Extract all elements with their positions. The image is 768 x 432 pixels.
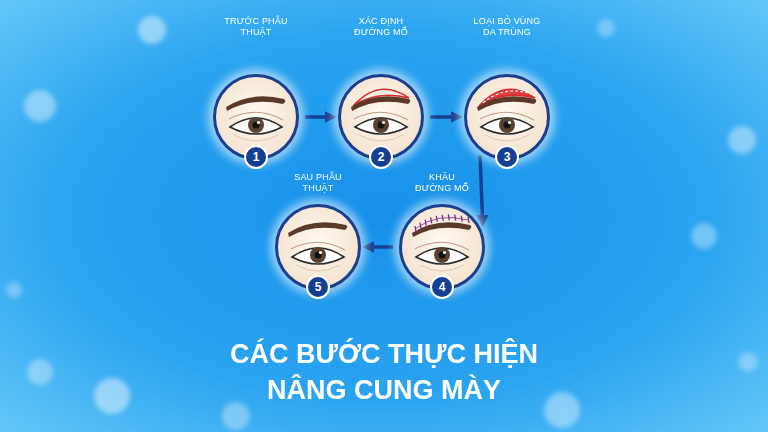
eye-outline: [481, 118, 533, 134]
eye-illustration: [288, 222, 347, 271]
step-number: 1: [244, 145, 268, 169]
eye-illustration: [477, 89, 536, 141]
iris: [310, 247, 326, 263]
diagram-title: CÁC BƯỚC THỰC HIỆN NÂNG CUNG MÀY: [214, 336, 554, 408]
iris: [499, 117, 515, 133]
step-circle: KHÂU ĐƯỜNG MỔ4: [399, 204, 485, 290]
step-label: LOẠI BỎ VÙNG DA TRÙNG: [471, 16, 543, 39]
stitches: [415, 214, 469, 232]
step-number: 4: [430, 275, 454, 299]
eyebrow: [477, 96, 536, 111]
eye-outline: [292, 248, 344, 264]
step-number: 3: [495, 145, 519, 169]
under-eye: [420, 265, 464, 271]
step-number: 2: [369, 145, 393, 169]
pupil: [504, 122, 511, 129]
under-eye: [485, 135, 529, 141]
iris: [373, 117, 389, 133]
eye-highlight: [443, 251, 446, 254]
eye-outline: [355, 118, 407, 134]
iris: [434, 247, 450, 263]
eye-highlight: [382, 121, 385, 124]
suture-line: [415, 217, 468, 229]
pupil: [378, 122, 385, 129]
eye-illustration: [412, 214, 471, 271]
pupil: [253, 122, 260, 129]
step-arrow: [305, 115, 333, 119]
pupil: [315, 252, 322, 259]
step-circle: SAU PHẪU THUẬT5: [275, 204, 361, 290]
eye-outline: [230, 118, 282, 134]
step-arrow: [430, 115, 459, 119]
step-label: KHÂU ĐƯỜNG MỔ: [410, 172, 474, 195]
under-eye: [359, 135, 403, 141]
step-label: XÁC ĐỊNH ĐƯỜNG MỔ: [345, 16, 417, 39]
title-area: CÁC BƯỚC THỰC HIỆN NÂNG CUNG MÀY: [0, 336, 768, 408]
under-eye: [296, 265, 340, 271]
bokeh-dots: [6, 16, 758, 430]
step-circle: LOẠI BỎ VÙNG DA TRÙNG3: [464, 74, 550, 160]
eye-illustration: [226, 96, 285, 141]
step-circle: TRƯỚC PHẪU THUẬT1: [213, 74, 299, 160]
eye-highlight: [257, 121, 260, 124]
eyebrow: [288, 222, 347, 237]
eye-highlight: [508, 121, 511, 124]
step-label: SAU PHẪU THUẬT: [282, 172, 354, 195]
eyebrow: [351, 96, 410, 111]
step-number: 5: [306, 275, 330, 299]
step-arrow: [480, 156, 483, 224]
step-arrow: [366, 245, 393, 249]
stitch: [468, 217, 469, 223]
step-circle: XÁC ĐỊNH ĐƯỜNG MỔ2: [338, 74, 424, 160]
eye-highlight: [319, 251, 322, 254]
pupil: [439, 252, 446, 259]
eye-outline: [416, 248, 468, 264]
iris: [248, 117, 264, 133]
eye-illustration: [351, 89, 410, 141]
under-eye: [234, 135, 278, 141]
eyebrow: [226, 96, 285, 111]
step-label: TRƯỚC PHẪU THUẬT: [220, 16, 292, 39]
